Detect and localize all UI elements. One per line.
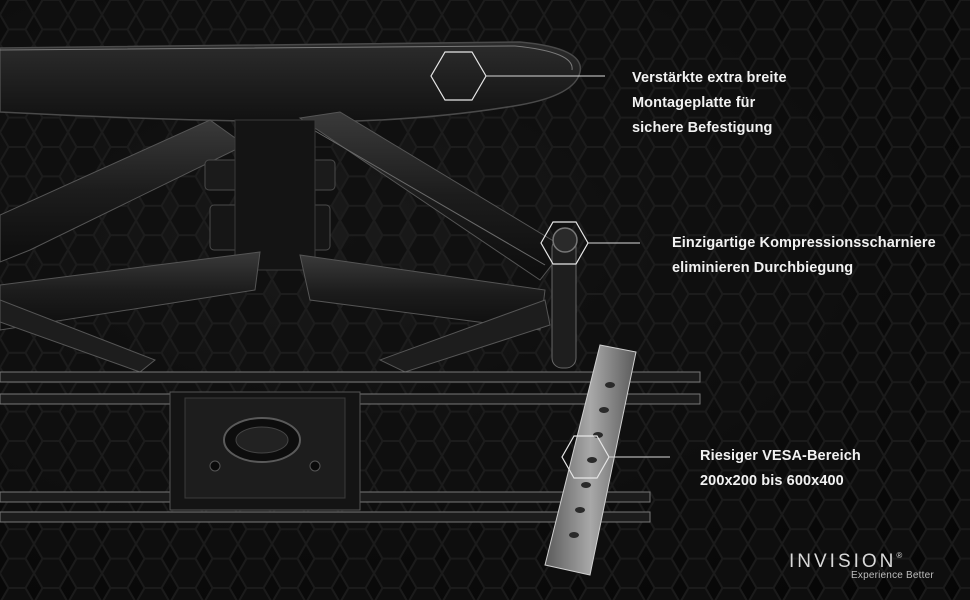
callout-line: Riesiger VESA-Bereich xyxy=(700,448,861,464)
callout-line: 200x200 bis 600x400 xyxy=(700,473,844,489)
callout-wall-plate: Verstärkte extra breite Montageplatte fü… xyxy=(632,66,787,141)
callout-vesa-marker xyxy=(561,435,670,479)
vertical-vesa-rail xyxy=(544,344,637,576)
callout-vesa: Riesiger VESA-Bereich 200x200 bis 600x40… xyxy=(700,444,861,494)
brand-tagline: Experience Better xyxy=(851,570,934,581)
hexagon-callout-icon xyxy=(430,51,487,101)
brand-logo: INVISION® Experience Better xyxy=(789,551,949,581)
brand-name: INVISION xyxy=(789,551,897,572)
vesa-center-plate xyxy=(169,391,361,511)
hexagon-callout-icon xyxy=(540,221,589,265)
callout-line: Einzigartige Kompressionsscharniere xyxy=(672,235,936,251)
callout-hinge-marker xyxy=(540,221,640,265)
callout-hinges: Einzigartige Kompressionsscharniere elim… xyxy=(672,231,936,281)
articulating-arms xyxy=(0,111,578,373)
callout-line: eliminieren Durchbiegung xyxy=(672,260,854,276)
callout-line: sichere Befestigung xyxy=(632,120,773,136)
callout-plate-marker xyxy=(430,51,605,101)
callout-line: Montageplatte für xyxy=(632,95,756,111)
registered-mark: ® xyxy=(896,551,903,560)
callout-line: Verstärkte extra breite xyxy=(632,70,787,86)
wall-mounting-plate xyxy=(0,41,582,123)
hexagon-callout-icon xyxy=(561,435,610,479)
